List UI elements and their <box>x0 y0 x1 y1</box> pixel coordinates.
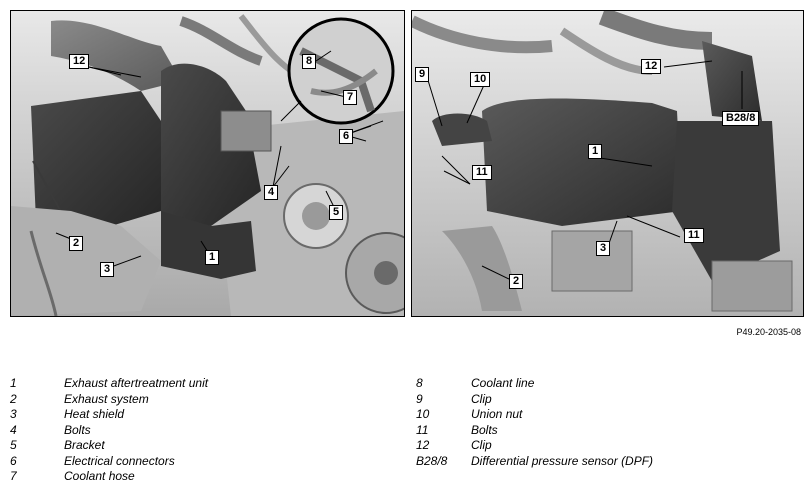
legend-number: 3 <box>10 407 17 421</box>
legend-row: 11 Bolts <box>416 423 806 439</box>
legend-row: 8 Coolant line <box>416 376 806 392</box>
legend-text: Clip <box>471 391 492 406</box>
legend-number: 12 <box>416 438 430 452</box>
legend-row: 4 Bolts <box>10 423 400 439</box>
legend-left: 1 Exhaust aftertreatment unit 2 Exhaust sy… <box>10 376 400 485</box>
callout-7: 7 <box>343 90 358 105</box>
legend-text: Electrical connectors <box>64 453 175 468</box>
engine-drawing-left <box>11 11 404 316</box>
callout-12: 12 <box>641 59 662 74</box>
legend-number: 2 <box>10 391 17 406</box>
legend-number: 6 <box>10 453 17 468</box>
legend-number: 10 <box>416 407 430 421</box>
figure-reference: P49.20-2035-08 <box>736 327 801 337</box>
legend-row: 5 Bracket <box>10 438 400 454</box>
legend-text: Exhaust aftertreatment unit <box>64 376 209 390</box>
callout-2: 2 <box>69 236 84 251</box>
legend-number: 9 <box>416 391 423 406</box>
callout-6: 6 <box>339 129 354 144</box>
callout-5: 5 <box>329 205 344 220</box>
legend-row: 10 Union nut <box>416 407 806 423</box>
engine-illustration-right: 9 10 12 B28/8 1 11 11 3 2 <box>411 10 804 317</box>
engine-illustration-left: 12 8 7 6 4 5 2 3 1 <box>10 10 405 317</box>
callout-1: 1 <box>588 144 603 159</box>
engine-drawing-right <box>412 11 803 316</box>
legend-row: 12 Clip <box>416 438 806 454</box>
legend-text: Union nut <box>471 407 523 421</box>
legend-number: 5 <box>10 438 17 452</box>
legend-row: 6 Electrical connectors <box>10 454 400 470</box>
legend-number: 4 <box>10 422 17 437</box>
legend-text: Differential pressure sensor (DPF) <box>471 453 654 468</box>
callout-11b: 11 <box>684 228 704 243</box>
legend-row: 1 Exhaust aftertreatment unit <box>10 376 400 392</box>
callout-9: 9 <box>415 67 430 82</box>
legend-number: B28/8 <box>416 453 448 468</box>
callout-10: 10 <box>470 72 491 87</box>
legend-row: 7 Coolant hose <box>10 469 400 485</box>
callout-2: 2 <box>509 274 524 289</box>
legend-text: Coolant hose <box>64 469 135 483</box>
legend-text: Clip <box>471 438 492 452</box>
callout-11a: 11 <box>472 165 492 180</box>
callout-8: 8 <box>302 54 317 69</box>
legend-text: Bolts <box>64 422 91 437</box>
legend-number: 8 <box>416 376 423 390</box>
legend-number: 1 <box>10 376 17 390</box>
callout-4: 4 <box>264 185 279 200</box>
callout-3: 3 <box>596 241 611 256</box>
callout-12: 12 <box>69 54 90 69</box>
legend-row: 9 Clip <box>416 392 806 408</box>
legend-number: 11 <box>416 422 429 437</box>
legend-row: 3 Heat shield <box>10 407 400 423</box>
callout-3: 3 <box>100 262 115 277</box>
callout-1: 1 <box>205 250 220 265</box>
legend-row: B28/8 Differential pressure sensor (DPF) <box>416 454 806 470</box>
legend-text: Bracket <box>64 438 105 452</box>
legend-text: Heat shield <box>64 407 125 421</box>
legend-text: Coolant line <box>471 376 535 390</box>
legend-text: Exhaust system <box>64 391 149 406</box>
legend-text: Bolts <box>471 422 498 437</box>
callout-b28-8: B28/8 <box>722 111 760 126</box>
legend-row: 2 Exhaust system <box>10 392 400 408</box>
legend-number: 7 <box>10 469 17 483</box>
